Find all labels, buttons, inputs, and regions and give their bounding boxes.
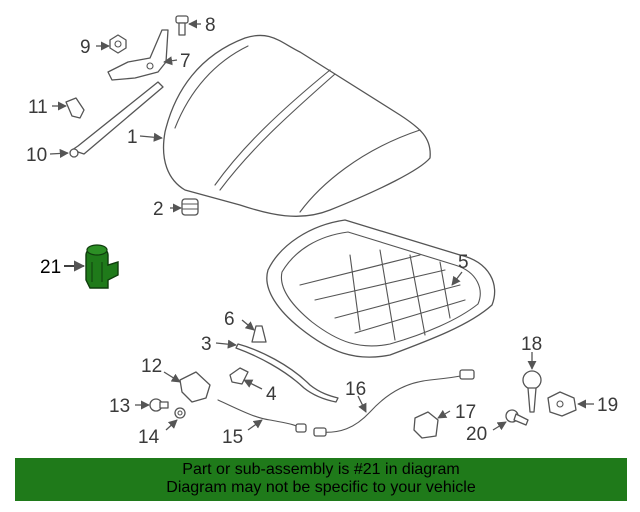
callout-arrows [49,19,594,431]
label-14: 14 [138,427,160,448]
parts-diagram: 1 2 3 4 5 6 7 8 9 10 11 12 13 14 15 16 1… [26,15,618,448]
label-17: 17 [455,402,476,423]
label-7: 7 [180,51,191,72]
info-banner: Part or sub-assembly is #21 in diagram D… [15,458,627,501]
hood-inner-panel[interactable] [266,219,496,358]
label-4: 4 [266,384,277,405]
handle-17[interactable] [413,411,439,439]
bumper-2[interactable] [181,198,199,216]
hood-panel[interactable] [162,34,431,217]
label-15: 15 [222,427,243,448]
bolt-8[interactable] [175,15,189,36]
label-13: 13 [109,396,130,417]
label-6: 6 [224,309,235,330]
bolt-20[interactable] [505,409,529,426]
label-19: 19 [597,395,618,416]
lock-4[interactable] [229,367,249,385]
label-5: 5 [458,252,469,273]
label-2: 2 [153,199,164,220]
label-16: 16 [345,379,366,400]
ball-stud[interactable] [65,97,85,119]
label-18: 18 [521,334,542,355]
lift-support[interactable] [69,81,164,158]
banner-line-2: Diagram may not be specific to your vehi… [166,479,476,496]
cable-16[interactable] [313,369,475,437]
bolt-13[interactable] [149,398,169,412]
label-1: 1 [127,127,138,148]
banner-line-1: Part or sub-assembly is #21 in diagram [182,461,460,478]
latch-19[interactable] [547,391,577,417]
grommet-14[interactable] [174,407,186,419]
label-10: 10 [26,145,47,166]
label-3: 3 [201,334,212,355]
label-21: 21 [40,257,61,278]
cable-15[interactable] [217,399,307,433]
seal-3[interactable] [235,343,339,403]
nut-9[interactable] [109,34,127,54]
label-11: 11 [28,97,48,118]
rod-18[interactable] [522,370,542,413]
label-12: 12 [141,356,162,377]
label-8: 8 [205,15,216,36]
hinge-bracket[interactable] [107,29,169,81]
part-21-highlighted[interactable] [85,244,119,289]
label-9: 9 [80,37,91,58]
clip-6[interactable] [251,325,267,343]
latch-12[interactable] [179,371,211,403]
label-20: 20 [466,424,487,445]
